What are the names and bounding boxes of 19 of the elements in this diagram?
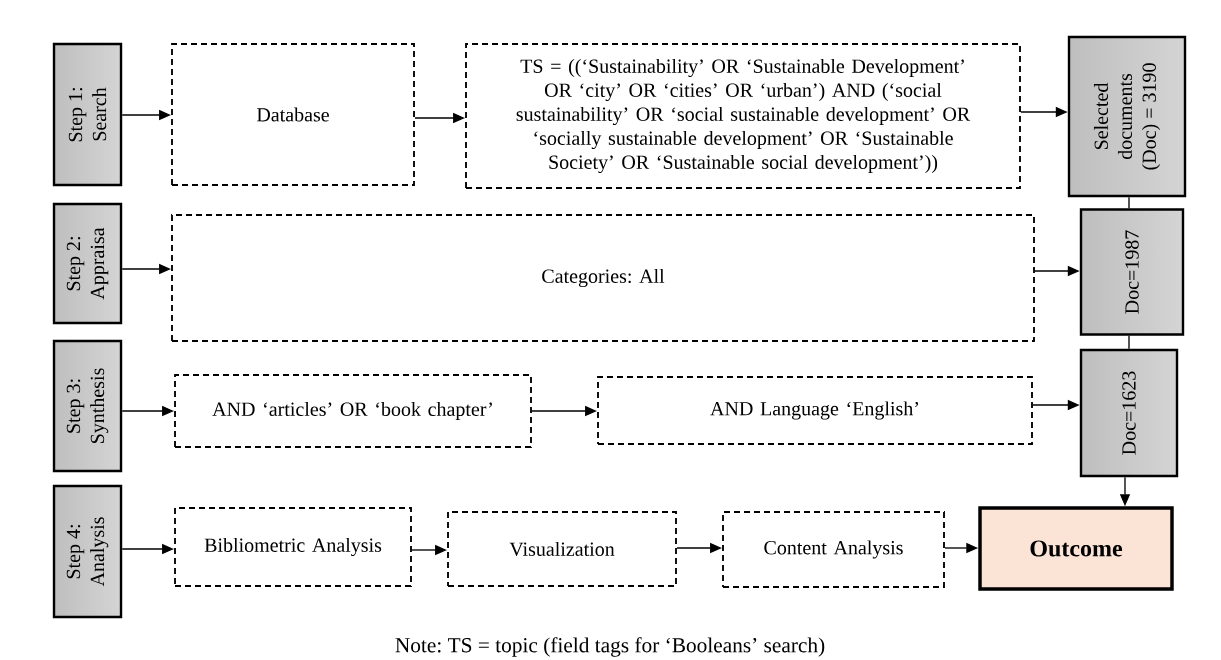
- process-box: Visualization: [447, 511, 677, 587]
- process-box: TS = ((‘Sustainability’ OR ‘Sustainable Development’ OR ‘city’ OR ‘cities’ OR ‘urban’) AND (‘social sustainability’ OR ‘social sustainable development’ OR ‘socially sustainable development’ OR ‘Sustainable Society’ OR ‘Sustainable social development’)): [465, 43, 1021, 189]
- process-box: AND ‘articles’ OR ‘book chapter’: [174, 374, 532, 448]
- note-text: Note: TS = topic (field tags for ‘Booleans’ search): [395, 637, 825, 657]
- step-box: Step 1: Search: [52, 42, 123, 187]
- step-box: Step 4: Analysis: [52, 484, 123, 619]
- process-box: Content Analysis: [722, 511, 945, 588]
- document-count-box: Selected documents (Doc) = 3190: [1067, 35, 1187, 198]
- step-box: Step 2: Appraisa: [52, 202, 123, 325]
- document-count-box: Doc=1623: [1079, 348, 1179, 478]
- process-box: Categories: All: [171, 214, 1035, 342]
- outcome-box: Outcome: [978, 506, 1174, 591]
- connector-line: [1128, 335, 1130, 350]
- process-box: Bibliometric Analysis: [174, 507, 412, 587]
- document-count-box: Doc=1987: [1079, 208, 1185, 336]
- process-box: AND Language ‘English’: [597, 376, 1033, 445]
- step-box: Step 3: Synthesis: [52, 339, 123, 473]
- connector-line: [1128, 196, 1130, 209]
- process-box: Database: [171, 43, 415, 186]
